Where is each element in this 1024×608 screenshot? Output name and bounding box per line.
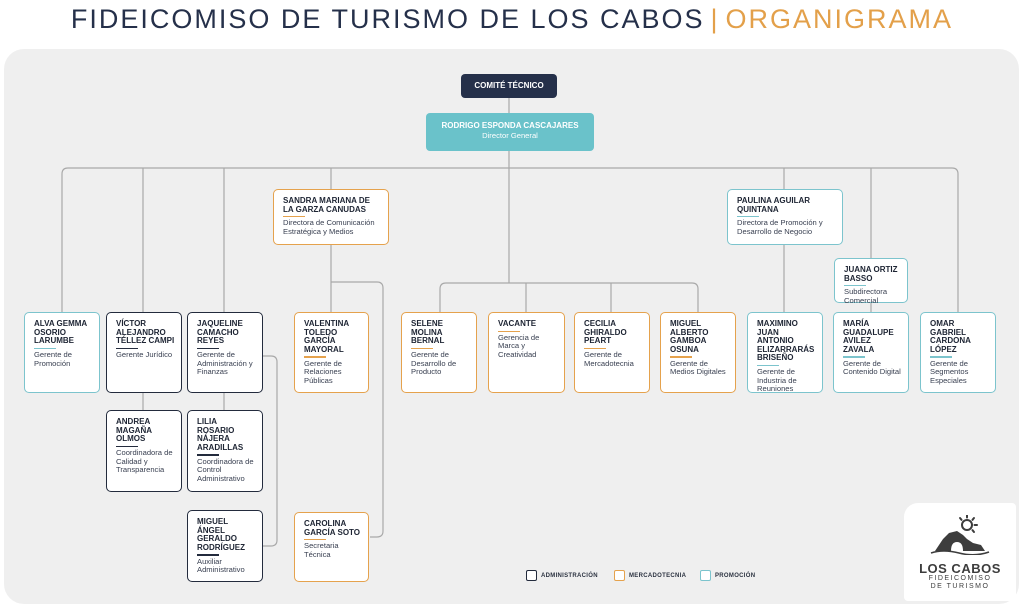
- node-name: MARÍA GUADALUPE AVILEZ ZAVALA: [843, 319, 894, 354]
- node-name: LILIA ROSARIO NÁJERA ARADILLAS: [197, 417, 244, 452]
- logo-line-2: FIDEICOMISO: [928, 575, 992, 582]
- node-maria: MARÍA GUADALUPE AVILEZ ZAVALA Gerente de…: [833, 312, 909, 393]
- node-role: Directora de Comunicación Estratégica y …: [283, 218, 375, 237]
- node-miguel-gamboa: MIGUEL ALBERTO GAMBOA OSUNA Gerente de M…: [660, 312, 736, 393]
- legend-swatch-mercadotecnia: [614, 570, 625, 581]
- node-lilia: LILIA ROSARIO NÁJERA ARADILLAS Coordinad…: [187, 410, 263, 492]
- title-accent: ORGANIGRAMA: [725, 4, 954, 34]
- node-name: JUANA ORTIZ BASSO: [844, 265, 898, 283]
- node-name: VALENTINA TOLEDO GARCÍA MAYORAL: [304, 319, 349, 354]
- node-role: Gerente de Segmentos Especiales: [930, 358, 969, 385]
- node-role: Gerente de Relaciones Públicas: [304, 358, 342, 385]
- director-role: Director General: [482, 131, 538, 140]
- node-name: ANDREA MAGAÑA OLMOS: [116, 417, 152, 444]
- divider: [930, 356, 952, 358]
- node-role: Gerente de Medios Digitales: [670, 358, 726, 377]
- node-role: Gerente de Promoción: [34, 350, 72, 368]
- node-carolina: CAROLINA GARCÍA SOTO Secretaria Técnica: [294, 512, 369, 582]
- divider: [197, 347, 219, 350]
- los-cabos-arch-sun-icon: [930, 514, 990, 556]
- node-name: JAQUELINE CAMACHO REYES: [197, 319, 243, 346]
- divider: [584, 347, 606, 350]
- node-valentina: VALENTINA TOLEDO GARCÍA MAYORAL Gerente …: [294, 312, 369, 393]
- node-name: ALVA GEMMA OSORIO LARUMBE: [34, 319, 87, 346]
- node-jaqueline: JAQUELINE CAMACHO REYES Gerente de Admin…: [187, 312, 263, 393]
- node-role: Gerente de Industria de Reuniones: [757, 367, 797, 394]
- node-name: SANDRA MARIANA DE LA GARZA CANUDAS: [283, 196, 370, 214]
- divider: [737, 216, 759, 218]
- node-alva: ALVA GEMMA OSORIO LARUMBE Gerente de Pro…: [24, 312, 100, 393]
- node-role: Secretaria Técnica: [304, 541, 339, 560]
- director-general-box: RODRIGO ESPONDA CASCAJARES Director Gene…: [426, 113, 594, 151]
- title-separator: |: [710, 4, 720, 34]
- node-role: Subdirectora Comercial: [844, 287, 888, 306]
- node-role: Gerente Jurídico: [116, 350, 173, 360]
- divider: [757, 364, 779, 367]
- divider: [34, 347, 56, 350]
- legend-administracion: ADMINISTRACIÓN: [526, 570, 598, 581]
- node-omar: OMAR GABRIEL CARDONA LÓPEZ Gerente de Se…: [920, 312, 996, 393]
- node-juana: JUANA ORTIZ BASSO Subdirectora Comercial: [834, 258, 908, 306]
- node-name: MIGUEL ÁNGEL GERALDO RODRÍGUEZ: [197, 517, 245, 552]
- node-name: VÍCTOR ALEJANDRO TÉLLEZ CAMPI: [116, 319, 175, 346]
- legend-promocion: PROMOCIÓN: [700, 570, 755, 581]
- node-role: Directora de Promoción y Desarrollo de N…: [737, 218, 823, 237]
- node-vacante: VACANTE Gerencia de Marca y Creatividad: [488, 312, 565, 393]
- node-name: CAROLINA GARCÍA SOTO: [304, 519, 361, 537]
- node-name: SELENE MOLINA BERNAL: [411, 319, 445, 346]
- director-name: RODRIGO ESPONDA CASCAJARES: [441, 121, 579, 130]
- node-selene: SELENE MOLINA BERNAL Gerente de Desarrol…: [401, 312, 477, 393]
- node-role: Auxiliar Administrativo: [197, 556, 245, 575]
- divider: [844, 285, 866, 287]
- divider: [411, 347, 433, 350]
- node-name: VACANTE: [498, 319, 537, 328]
- divider: [283, 216, 305, 218]
- node-cecilia: CECILIA GHIRALDO PEART Gerente de Mercad…: [574, 312, 650, 393]
- comite-tecnico-box: COMITÉ TÉCNICO: [461, 74, 557, 98]
- node-andrea: ANDREA MAGAÑA OLMOS Coordinadora de Cali…: [106, 410, 182, 492]
- node-role: Coordinadora de Control Administrativo: [197, 456, 254, 483]
- los-cabos-logo: LOS CABOS FIDEICOMISO DE TURISMO: [904, 503, 1016, 601]
- node-victor: VÍCTOR ALEJANDRO TÉLLEZ CAMPI Gerente Ju…: [106, 312, 182, 393]
- divider: [843, 356, 865, 358]
- node-paulina: PAULINA AGUILAR QUINTANA Directora de Pr…: [727, 189, 843, 245]
- node-role: Gerente de Mercadotecnia: [584, 350, 634, 368]
- node-miguel-angel: MIGUEL ÁNGEL GERALDO RODRÍGUEZ Auxiliar …: [187, 510, 263, 582]
- page-title: FIDEICOMISO DE TURISMO DE LOS CABOS|ORGA…: [0, 2, 1024, 36]
- logo-line-3: DE TURISMO: [930, 583, 990, 590]
- legend-label: MERCADOTECNIA: [629, 572, 687, 579]
- divider: [498, 330, 520, 332]
- node-sandra: SANDRA MARIANA DE LA GARZA CANUDAS Direc…: [273, 189, 389, 245]
- node-role: Gerente de Administración y Finanzas: [197, 350, 253, 377]
- divider: [197, 454, 219, 456]
- node-role: Gerente de Contenido Digital: [843, 358, 901, 377]
- legend-label: ADMINISTRACIÓN: [541, 572, 598, 579]
- divider: [116, 347, 138, 350]
- divider: [304, 356, 326, 358]
- divider: [670, 356, 692, 358]
- node-maximino: MAXIMINO JUAN ANTONIO ELIZARRARÁS BRISEÑ…: [747, 312, 823, 393]
- node-name: MIGUEL ALBERTO GAMBOA OSUNA: [670, 319, 709, 354]
- legend-swatch-administracion: [526, 570, 537, 581]
- title-main: FIDEICOMISO DE TURISMO DE LOS CABOS: [70, 4, 705, 34]
- divider: [304, 539, 326, 541]
- divider: [197, 554, 219, 556]
- legend-mercadotecnia: MERCADOTECNIA: [614, 570, 686, 581]
- node-role: Gerencia de Marca y Creatividad: [498, 332, 540, 360]
- legend-label: PROMOCIÓN: [715, 572, 756, 579]
- node-name: MAXIMINO JUAN ANTONIO ELIZARRARÁS BRISEÑ…: [757, 319, 815, 363]
- node-name: OMAR GABRIEL CARDONA LÓPEZ: [930, 319, 971, 354]
- legend-swatch-promocion: [700, 570, 711, 581]
- divider: [116, 445, 138, 448]
- logo-line-1: LOS CABOS: [919, 561, 1001, 576]
- node-name: PAULINA AGUILAR QUINTANA: [737, 196, 811, 214]
- node-role: Gerente de Desarrollo de Producto: [411, 350, 457, 377]
- node-name: CECILIA GHIRALDO PEART: [584, 319, 627, 346]
- node-role: Coordinadora de Calidad y Transparencia: [116, 448, 173, 475]
